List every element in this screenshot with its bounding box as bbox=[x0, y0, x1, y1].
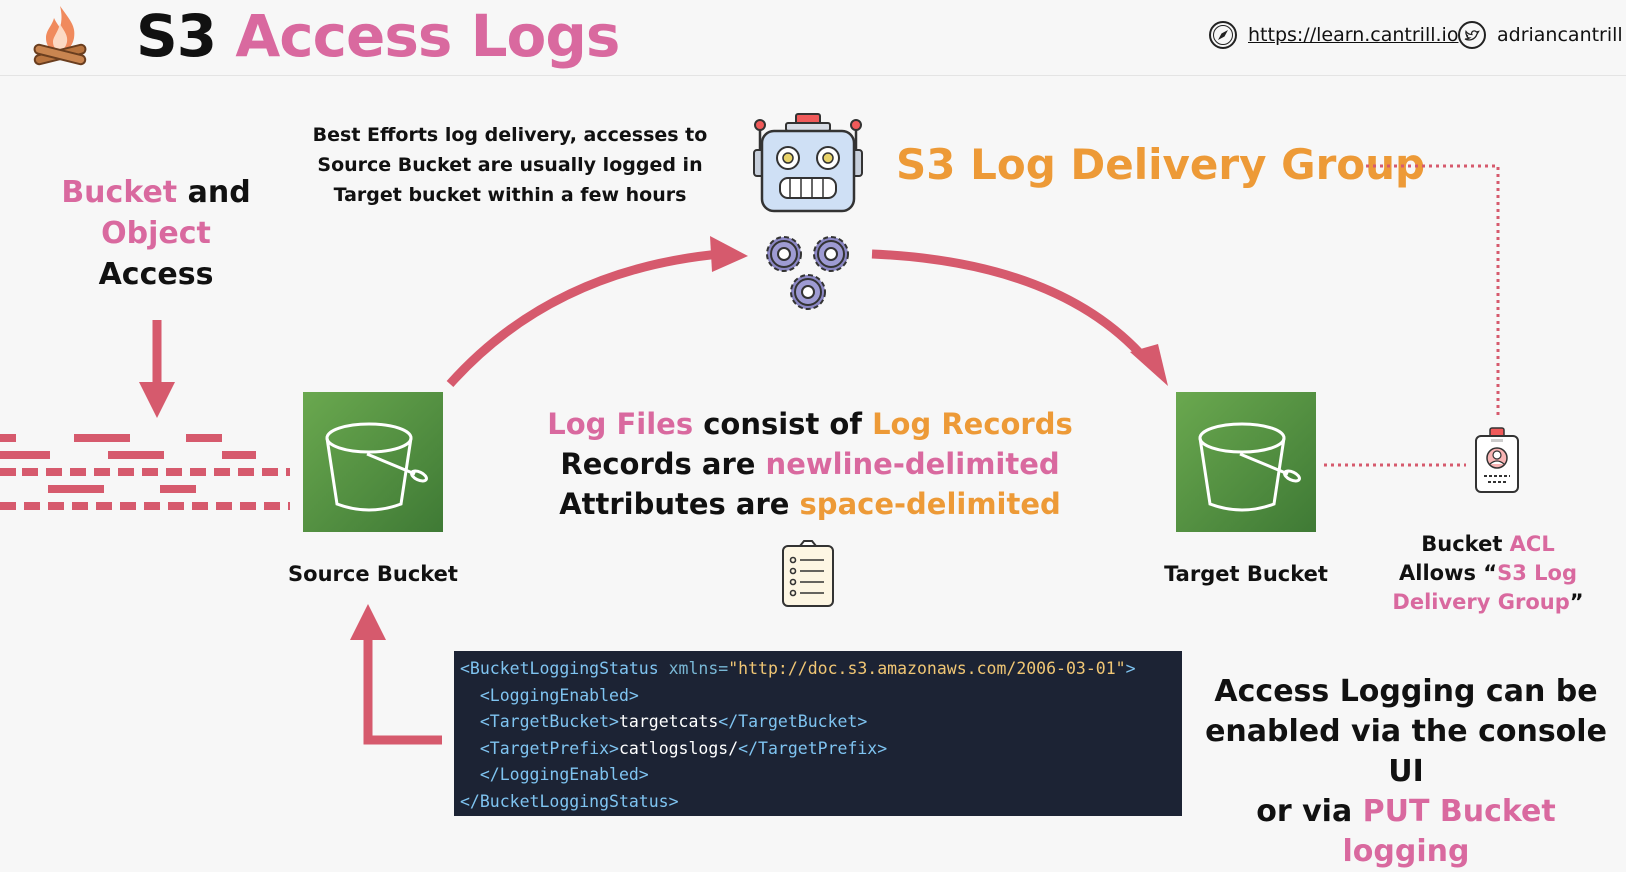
delivery-note: Best Efforts log delivery, accesses to S… bbox=[300, 120, 720, 210]
twitter-bird-icon bbox=[1458, 21, 1486, 49]
access-word-object: Object bbox=[101, 216, 211, 251]
acl-bucket-word: Bucket bbox=[1421, 532, 1503, 556]
config-to-source-arrow bbox=[363, 636, 442, 745]
code-line-1: <BucketLoggingStatus xmlns="http://doc.s… bbox=[460, 656, 1176, 683]
put-bucket-logging-term: PUT Bucket logging bbox=[1342, 794, 1556, 869]
gears-icon bbox=[766, 236, 849, 310]
consist-of-text: consist of bbox=[703, 407, 862, 441]
twitter-name: adriancantrill bbox=[1497, 24, 1623, 46]
note-line-2: Source Bucket are usually logged in bbox=[317, 154, 703, 176]
access-word-and: and bbox=[187, 175, 251, 210]
compass-icon bbox=[1209, 21, 1237, 49]
page-title: S3 Access Logs bbox=[136, 2, 620, 70]
acl-term: ACL bbox=[1509, 532, 1555, 556]
code-target-bucket-open: <TargetBucket> bbox=[460, 712, 619, 731]
access-word-bucket: Bucket bbox=[61, 175, 178, 210]
source-to-robot-arrowhead bbox=[710, 236, 748, 272]
s3-bucket-icon bbox=[1198, 422, 1301, 512]
enable-line-2: enabled via the console UI bbox=[1205, 714, 1607, 789]
access-word-access: Access bbox=[98, 257, 214, 292]
enable-logging-text: Access Logging can be enabled via the co… bbox=[1196, 672, 1616, 872]
code-target-prefix-open: <TargetPrefix> bbox=[460, 738, 619, 758]
log-format-text: Log Files consist of Log Records Records… bbox=[520, 404, 1100, 524]
log-file-clipboard-icon bbox=[782, 540, 834, 607]
header-bar bbox=[0, 0, 1626, 76]
code-target-prefix-close: </TargetPrefix> bbox=[738, 738, 888, 758]
website-url[interactable]: https://learn.cantrill.io bbox=[1248, 24, 1459, 46]
code-open-root-tag: <BucketLoggingStatus bbox=[460, 659, 659, 678]
acl-allows-text: Allows “ bbox=[1399, 561, 1498, 585]
code-line-5: </LoggingEnabled> bbox=[460, 765, 649, 784]
twitter-handle[interactable]: adriancantrill bbox=[1457, 20, 1623, 50]
bucket-acl-text: Bucket ACL Allows “S3 Log Delivery Group… bbox=[1378, 530, 1598, 617]
code-line-2: <LoggingEnabled> bbox=[460, 685, 639, 705]
logging-config-code-block: <BucketLoggingStatus xmlns="http://doc.s… bbox=[454, 651, 1182, 816]
log-delivery-group-title: S3 Log Delivery Group bbox=[896, 140, 1426, 189]
id-badge-icon bbox=[1475, 427, 1519, 493]
code-open-root-end: > bbox=[1125, 659, 1136, 678]
space-delimited-term: space-delimited bbox=[799, 487, 1061, 521]
log-files-term: Log Files bbox=[547, 407, 694, 441]
code-xmlns-attr: xmlns= bbox=[658, 659, 729, 678]
note-line-1: Best Efforts log delivery, accesses to bbox=[312, 124, 708, 146]
target-bucket-label: Target Bucket bbox=[1164, 562, 1328, 586]
group-to-acl-dotted-line bbox=[1366, 164, 1500, 418]
website-link[interactable]: https://learn.cantrill.io bbox=[1208, 20, 1458, 50]
source-bucket-label: Source Bucket bbox=[288, 562, 458, 586]
robot-icon bbox=[753, 113, 863, 213]
code-line-6: </BucketLoggingStatus> bbox=[460, 791, 679, 811]
newline-delimited-term: newline-delimited bbox=[765, 447, 1060, 481]
code-xmlns-value: "http://doc.s3.amazonaws.com/2006-03-01" bbox=[728, 659, 1126, 678]
enable-or-via: or via bbox=[1256, 794, 1353, 829]
access-down-arrowhead bbox=[139, 382, 175, 418]
acl-group-name: S3 Log Delivery Group bbox=[1392, 561, 1577, 614]
campfire-logo-icon bbox=[33, 6, 87, 66]
note-line-3: Target bucket within a few hours bbox=[333, 184, 687, 206]
robot-to-target-arrowhead bbox=[1130, 344, 1168, 386]
acl-close-quote: ” bbox=[1569, 590, 1584, 614]
robot-to-target-arrow bbox=[871, 249, 1150, 363]
code-target-bucket-value: targetcats bbox=[618, 712, 719, 731]
title-main: Access Logs bbox=[235, 2, 620, 70]
log-records-term: Log Records bbox=[872, 407, 1073, 441]
code-line-3: <TargetBucket>targetcats</TargetBucket> bbox=[460, 709, 1176, 736]
source-bucket-tile bbox=[303, 392, 443, 532]
attributes-are-text: Attributes are bbox=[559, 487, 790, 521]
s3-bucket-icon bbox=[325, 422, 428, 512]
code-line-4: <TargetPrefix>catlogslogs/</TargetPrefix… bbox=[460, 736, 1176, 763]
records-are-text: Records are bbox=[560, 447, 756, 481]
code-target-prefix-value: catlogslogs/ bbox=[618, 738, 739, 758]
title-prefix: S3 bbox=[136, 2, 217, 70]
target-bucket-tile bbox=[1176, 392, 1316, 532]
enable-line-1: Access Logging can be bbox=[1214, 674, 1598, 709]
source-to-robot-arrow bbox=[446, 249, 721, 388]
code-target-bucket-close: </TargetBucket> bbox=[718, 712, 868, 731]
config-to-source-arrowhead bbox=[350, 604, 386, 640]
bucket-object-access-text: Bucket and Object Access bbox=[46, 172, 266, 295]
access-requests-lines bbox=[0, 434, 290, 510]
